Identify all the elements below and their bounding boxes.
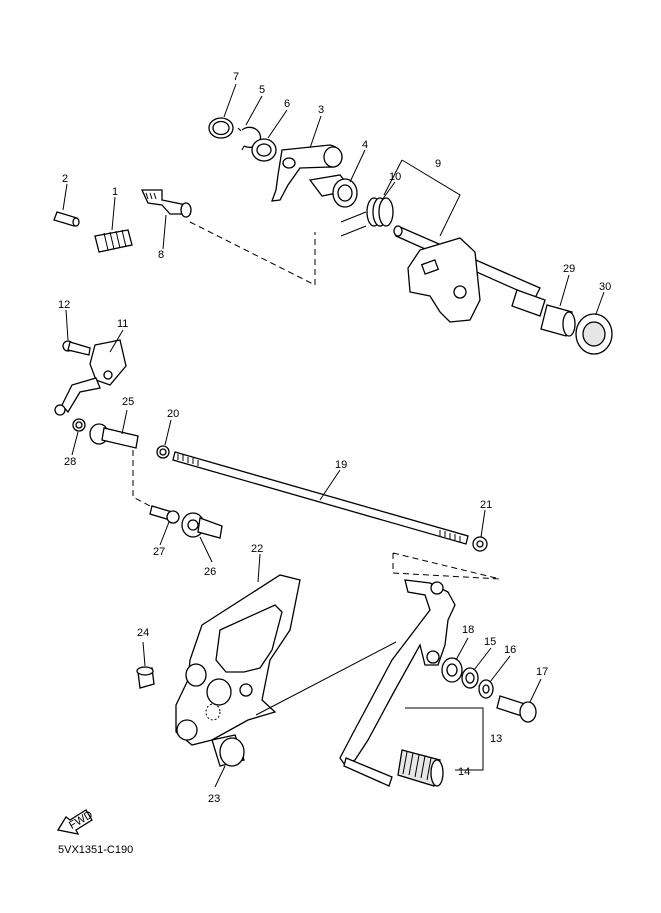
callout-17: 17 (536, 666, 548, 678)
callout-numbers: 7 5 6 3 4 9 10 2 1 8 29 30 12 11 25 20 2… (58, 71, 611, 805)
assembly-line-25 (132, 450, 151, 507)
part-25-rod-end (89, 423, 139, 449)
callout-3: 3 (318, 104, 324, 116)
fwd-arrow-icon: FWD (56, 809, 95, 835)
part-12-bolt (62, 340, 91, 356)
callout-13: 13 (490, 733, 502, 745)
bracket-9 (401, 159, 461, 237)
part-24-cap (136, 666, 155, 689)
callout-30: 30 (599, 281, 611, 293)
callout-29: 29 (563, 263, 575, 275)
callout-14: 14 (458, 766, 470, 778)
part-30-oil-seal (575, 313, 613, 355)
callout-10: 10 (389, 171, 401, 183)
callout-22: 22 (251, 543, 263, 555)
leader-lines (62, 83, 605, 788)
part-4-collar (308, 174, 358, 208)
part-16-washer (478, 679, 494, 699)
callout-9: 9 (435, 158, 441, 170)
bracket-13 (405, 707, 484, 771)
part-26-rod-end (181, 512, 223, 539)
callout-12: 12 (58, 299, 70, 311)
callout-28: 28 (64, 456, 76, 468)
part-2-pin (53, 211, 80, 227)
part-14-pedal-rubber (397, 749, 444, 787)
part-22-footrest-bracket (175, 574, 301, 746)
callout-2: 2 (62, 173, 68, 185)
callout-4: 4 (362, 139, 368, 151)
callout-1: 1 (112, 186, 118, 198)
part-29-collar (540, 304, 576, 337)
callout-19: 19 (335, 459, 347, 471)
callout-8: 8 (158, 249, 164, 261)
callout-25: 25 (122, 396, 134, 408)
part-18-collar (441, 657, 463, 683)
assembly-line-pedal (255, 641, 397, 716)
callout-16: 16 (504, 644, 516, 656)
callout-5: 5 (259, 84, 265, 96)
callout-24: 24 (137, 627, 149, 639)
part-15-washer (461, 667, 479, 689)
callout-15: 15 (484, 636, 496, 648)
assembly-line-8 (189, 221, 316, 286)
part-8-stud-bolt (140, 189, 192, 218)
callout-11: 11 (117, 318, 128, 330)
callout-18: 18 (462, 624, 474, 636)
part-27-bolt (149, 505, 180, 524)
callout-7: 7 (233, 71, 239, 83)
part-28-nut (72, 418, 86, 432)
part-21-nut (472, 536, 488, 552)
part-3-shift-arm (271, 144, 343, 202)
callout-26: 26 (204, 566, 216, 578)
part-17-bolt (496, 695, 537, 723)
part-7-ring (208, 117, 234, 139)
callout-27: 27 (153, 546, 165, 558)
part-6-washer (251, 138, 277, 162)
callout-21: 21 (480, 499, 492, 511)
callout-20: 20 (167, 408, 179, 420)
part-11-shift-arm (54, 339, 127, 416)
bracket-9-b (383, 159, 403, 196)
part-9-shift-shaft (393, 225, 546, 323)
drawing-code: 5VX1351-C190 (58, 844, 133, 856)
part-1-spring (94, 229, 133, 253)
part-10-spring (340, 197, 394, 237)
part-23-collar (211, 734, 245, 767)
callout-23: 23 (208, 793, 220, 805)
callout-6: 6 (284, 98, 290, 110)
part-13-shift-pedal (339, 579, 456, 787)
part-19-shift-rod (172, 451, 469, 545)
part-20-nut (156, 445, 170, 459)
fwd-label: FWD (67, 809, 95, 832)
assembly-box-21 (392, 552, 501, 580)
